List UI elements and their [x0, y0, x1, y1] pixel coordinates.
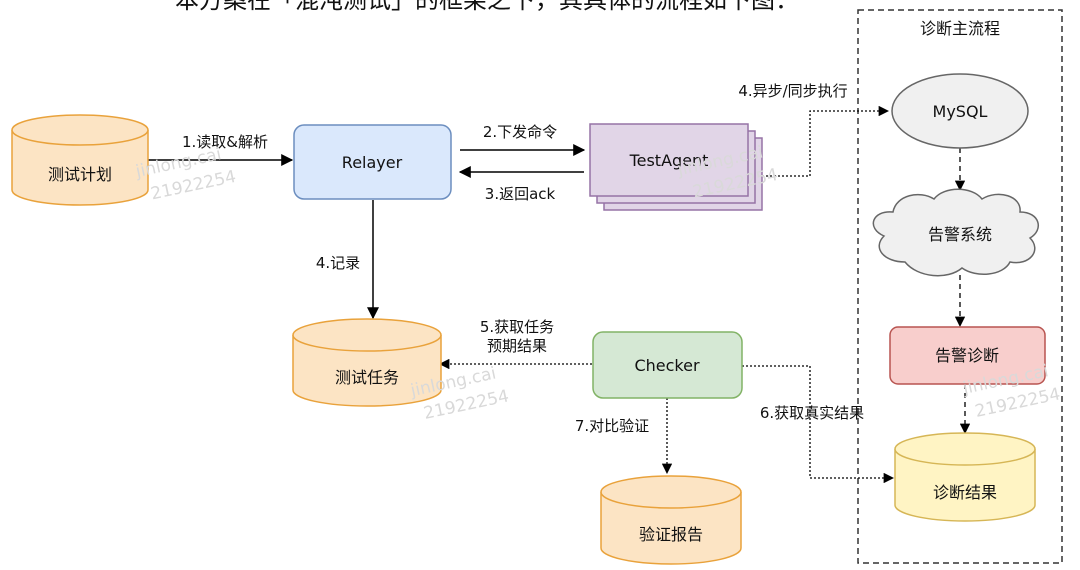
checker-node: Checker [592, 331, 743, 399]
group-title: 诊断主流程 [920, 19, 1000, 38]
diagnosis-result-label: 诊断结果 [933, 483, 997, 502]
diagnosis-flow-group [857, 9, 1063, 564]
testagent-node: TestAgent [589, 123, 763, 211]
top-caption: 本方案在「混沌测试」的框架之下，其具体的流程如下图： [175, 0, 799, 14]
edge-compare-verify-label: 7.对比验证 [575, 417, 649, 435]
edge-dispatch-cmd-label: 2.下发命令 [483, 123, 557, 141]
alarm-system-cloud: 告警系统 [872, 188, 1040, 277]
edge-read-parse-label: 1.读取&解析 [182, 133, 268, 151]
test-task-label: 测试任务 [335, 368, 399, 387]
checker-label: Checker [634, 356, 699, 375]
edge-get-actual [742, 365, 895, 484]
mysql-label: MySQL [933, 102, 988, 121]
watermark-1: jinlong.cai 21922254 [133, 144, 238, 204]
verify-report-database: 验证报告 [600, 475, 742, 565]
test-task-database: 测试任务 [292, 318, 442, 407]
edge-get-expected-label-2: 预期结果 [487, 337, 547, 355]
edge-async-sync-exec [762, 105, 890, 177]
relayer-label: Relayer [342, 153, 403, 172]
edge-async-sync-exec-label: 4.异步/同步执行 [738, 82, 847, 100]
verify-report-label: 验证报告 [639, 525, 703, 544]
testagent-label: TestAgent [629, 151, 709, 170]
relayer-node: Relayer [293, 124, 452, 200]
alarm-diagnosis-label: 告警诊断 [935, 346, 999, 365]
test-plan-database: 测试计划 [11, 114, 149, 206]
alarm-diagnosis-node: 告警诊断 [889, 326, 1046, 385]
alarm-system-label: 告警系统 [928, 225, 992, 244]
diagnosis-result-database: 诊断结果 [894, 432, 1036, 522]
edge-get-expected-label-1: 5.获取任务 [480, 318, 554, 336]
test-plan-label: 测试计划 [48, 165, 112, 184]
edge-return-ack-label: 3.返回ack [485, 185, 556, 203]
mysql-node: MySQL [891, 73, 1029, 149]
edge-get-actual-label: 6.获取真实结果 [760, 404, 864, 422]
edge-record-label: 4.记录 [316, 254, 360, 272]
